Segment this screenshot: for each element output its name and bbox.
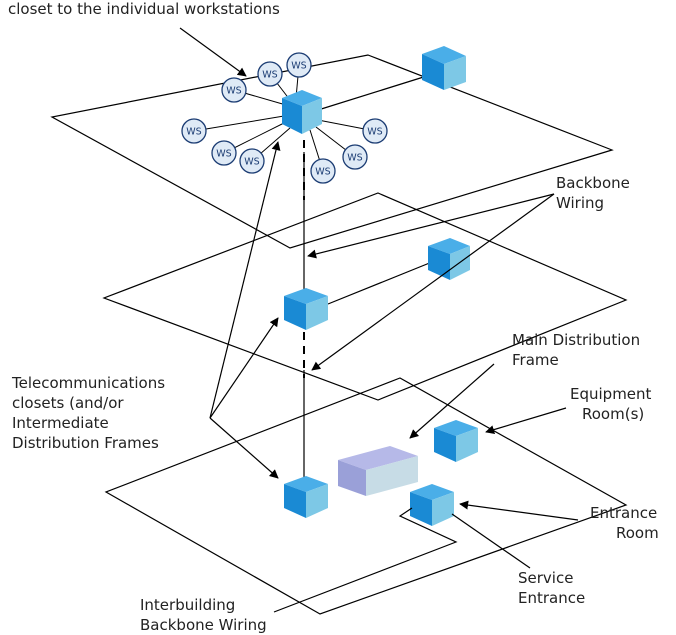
workstation-label: WS	[244, 157, 259, 168]
interbuilding-backbone-path	[273, 507, 458, 613]
workstation: WS	[211, 140, 237, 166]
telecom-closet-middle-cube	[284, 288, 328, 330]
label-telecom-line1: Telecommunications	[11, 374, 165, 392]
backbone-wire-middle-floor	[327, 261, 433, 305]
top-floor-closet-cube	[422, 46, 466, 90]
label-service-line1: Service	[518, 569, 573, 587]
label-telecom-line3: Intermediate	[12, 414, 109, 432]
workstation: WS	[310, 158, 336, 184]
label-entrance-line2: Room	[616, 524, 659, 542]
workstation: WS	[342, 144, 368, 170]
floor-plane-bottom	[104, 377, 628, 615]
workstation-label: WS	[262, 70, 277, 81]
label-entrance-line1: Entrance	[590, 504, 657, 522]
label-service-line2: Entrance	[518, 589, 585, 607]
workstation: WS	[257, 61, 283, 87]
service-entrance-line	[451, 513, 531, 569]
label-telecom-line4: Distribution Frames	[12, 434, 159, 452]
workstation-label: WS	[226, 86, 241, 97]
workstation-label: WS	[347, 153, 362, 164]
workstation-label: WS	[216, 149, 231, 160]
floor-plane-top	[50, 54, 614, 249]
telecom-closet-top-cube	[282, 90, 322, 134]
equipment-room-cube	[434, 420, 478, 462]
label-horizontal-wiring: closet to the individual workstations	[8, 0, 280, 18]
workstation-label: WS	[315, 167, 330, 178]
workstation: WS	[221, 77, 247, 103]
label-telecom-line2: closets (and/or	[12, 394, 124, 412]
label-main-distribution-line2: Frame	[512, 351, 559, 369]
workstation: WS	[362, 118, 388, 144]
label-equipment-line1: Equipment	[570, 385, 652, 403]
workstation: WS	[239, 148, 265, 174]
label-backbone-line2: Wiring	[556, 194, 604, 212]
workstation: WS	[181, 118, 207, 144]
label-equipment-line2: Room(s)	[582, 405, 644, 423]
main-distribution-frame-block	[338, 446, 418, 496]
workstation-label: WS	[367, 127, 382, 138]
backbone-wire-top-floor	[317, 74, 431, 111]
workstation-label: WS	[186, 127, 201, 138]
label-backbone-line1: Backbone	[556, 174, 630, 192]
label-interbuilding-line1: Interbuilding	[140, 596, 235, 614]
label-main-distribution-line1: Main Distribution	[512, 331, 640, 349]
floor-plane-middle	[102, 192, 628, 401]
annotation-arrows	[179, 27, 579, 521]
telecom-closet-bottom-cube	[284, 476, 328, 518]
workstation: WS	[286, 52, 312, 78]
entrance-room-cube	[410, 484, 454, 526]
workstation-label: WS	[291, 61, 306, 72]
label-interbuilding-line2: Backbone Wiring	[140, 616, 267, 634]
